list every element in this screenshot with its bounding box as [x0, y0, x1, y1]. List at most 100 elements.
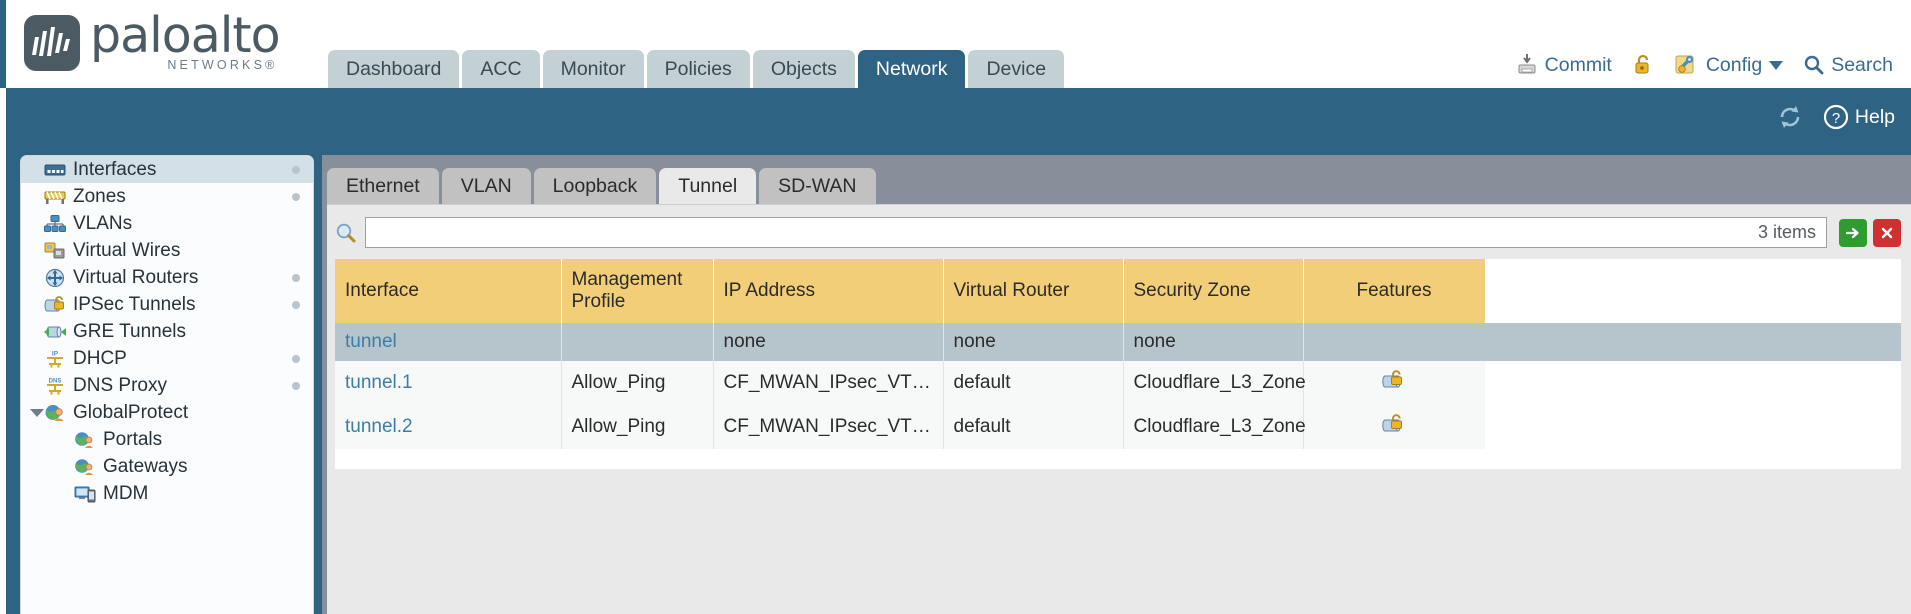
search-magnifier-icon — [335, 222, 357, 244]
dhcp-icon: IP — [43, 349, 67, 369]
nav-tab-objects[interactable]: Objects — [752, 50, 855, 88]
nav-tab-monitor[interactable]: Monitor — [542, 50, 644, 88]
search-button[interactable]: Search — [1803, 54, 1893, 77]
sidebar-item-virtual-routers[interactable]: Virtual Routers — [21, 264, 313, 291]
sidebar-item-ipsec-tunnels[interactable]: IPSec Tunnels — [21, 291, 313, 318]
filter-row: 3 items — [335, 216, 1901, 249]
lock-button[interactable] — [1632, 53, 1654, 77]
help-icon: ? — [1823, 104, 1848, 130]
virtual-routers-icon — [43, 268, 67, 288]
sidebar-item-dhcp[interactable]: IP DHCP — [21, 345, 313, 372]
sidebar-label-zones: Zones — [73, 185, 126, 207]
chevron-down-icon[interactable] — [30, 408, 44, 417]
sidebar-dot — [292, 381, 300, 390]
sidebar-item-zones[interactable]: Zones — [21, 183, 313, 210]
sidebar-item-portals[interactable]: Portals — [21, 426, 313, 453]
cell-ip-address: CF_MWAN_IPsec_VTI_02_... — [713, 405, 944, 449]
cell-interface[interactable]: tunnel.2 — [335, 405, 562, 449]
column-header-features[interactable]: Features — [1303, 259, 1486, 323]
column-header-spacer — [1485, 259, 1901, 323]
mdm-icon — [73, 484, 97, 504]
apply-filter-button[interactable] — [1839, 218, 1867, 247]
tab-tunnel[interactable]: Tunnel — [659, 168, 757, 205]
svg-text:?: ? — [1832, 110, 1840, 127]
logo-bars-icon — [32, 27, 70, 56]
sidebar-item-interfaces[interactable]: Interfaces — [21, 156, 313, 183]
apply-filter-icon — [1845, 227, 1859, 238]
sidebar-label-mdm: MDM — [103, 482, 149, 504]
vlans-icon — [43, 214, 67, 234]
sidebar-item-gre-tunnels[interactable]: GRE Tunnels — [21, 318, 313, 345]
sidebar-label-dhcp: DHCP — [73, 347, 127, 369]
search-input[interactable]: 3 items — [365, 217, 1827, 248]
sidebar-item-dns-proxy[interactable]: DNS DNS Proxy — [21, 372, 313, 399]
commit-label: Commit — [1544, 53, 1612, 76]
config-icon — [1675, 55, 1694, 74]
cell-virtual-router: none — [943, 323, 1124, 361]
cell-virtual-router: default — [943, 361, 1124, 405]
sidebar-item-globalprotect[interactable]: GlobalProtect — [21, 399, 313, 426]
sidebar-label-portals: Portals — [103, 428, 163, 450]
column-header-security-zone[interactable]: Security Zone — [1123, 259, 1304, 323]
tab-loopback[interactable]: Loopback — [533, 168, 657, 205]
sidebar-menu: Interfaces Zones — [20, 155, 314, 614]
column-header-interface[interactable]: Interface — [335, 259, 562, 323]
interfaces-icon — [43, 160, 67, 180]
search-label: Search — [1831, 53, 1893, 76]
table-row[interactable]: tunnel.1 Allow_Ping CF_MWAN_IPsec_VTI_01… — [335, 361, 1901, 405]
band-actions: ? Help — [1777, 104, 1895, 130]
header-actions: Commit Config — [1495, 48, 1893, 82]
cell-security-zone: Cloudflare_L3_Zone — [1123, 405, 1306, 449]
table-row[interactable]: tunnel none none none — [335, 323, 1901, 361]
column-header-ip-address[interactable]: IP Address — [713, 259, 944, 323]
clear-filter-button[interactable] — [1873, 218, 1901, 247]
sidebar-item-mdm[interactable]: MDM — [21, 480, 313, 507]
sidebar-label-dns-proxy: DNS Proxy — [73, 374, 167, 396]
tab-vlan[interactable]: VLAN — [441, 168, 531, 205]
cell-management-profile — [561, 323, 714, 361]
sidebar-label-virtual-wires: Virtual Wires — [73, 239, 181, 261]
sidebar-label-vlans: VLANs — [73, 212, 133, 234]
tab-ethernet[interactable]: Ethernet — [327, 168, 439, 205]
column-header-management-profile[interactable]: Management Profile — [561, 259, 714, 323]
column-header-virtual-router[interactable]: Virtual Router — [943, 259, 1124, 323]
table-header-row: Interface Management Profile IP Address … — [335, 259, 1901, 323]
table-row[interactable]: tunnel.2 Allow_Ping CF_MWAN_IPsec_VTI_02… — [335, 405, 1901, 449]
cell-ip-address: none — [713, 323, 944, 361]
cell-spacer — [1485, 405, 1901, 449]
globalprotect-icon — [43, 403, 67, 423]
refresh-icon — [1780, 106, 1800, 128]
cell-ip-address: CF_MWAN_IPsec_VTI_01_... — [713, 361, 944, 405]
ipsec-lock-icon — [1382, 414, 1403, 432]
cell-security-zone: none — [1123, 323, 1304, 361]
sidebar-item-virtual-wires[interactable]: Virtual Wires — [21, 237, 313, 264]
refresh-button[interactable] — [1777, 104, 1803, 130]
dns-proxy-icon: DNS — [43, 376, 67, 396]
nav-tab-policies[interactable]: Policies — [646, 50, 750, 88]
svg-text:DNS: DNS — [49, 378, 62, 384]
nav-tab-device[interactable]: Device — [968, 50, 1065, 88]
cell-interface[interactable]: tunnel — [335, 323, 562, 361]
cell-interface[interactable]: tunnel.1 — [335, 361, 562, 405]
chevron-down-icon — [1769, 60, 1784, 70]
cell-features — [1303, 323, 1485, 361]
sidebar-label-virtual-routers: Virtual Routers — [73, 266, 199, 288]
nav-tab-network[interactable]: Network — [857, 50, 966, 88]
sidebar-dot — [292, 354, 300, 363]
commit-button[interactable]: Commit — [1515, 53, 1612, 77]
sidebar-item-vlans[interactable]: VLANs — [21, 210, 313, 237]
nav-tab-dashboard[interactable]: Dashboard — [328, 50, 460, 88]
help-label: Help — [1854, 105, 1895, 128]
top-header: paloalto NETWORKS® Dashboard ACC Monitor… — [0, 0, 1911, 88]
sidebar-dot — [292, 192, 300, 201]
search-icon — [1805, 55, 1824, 75]
nav-tab-acc[interactable]: ACC — [462, 50, 540, 88]
tunnel-interfaces-table: Interface Management Profile IP Address … — [335, 259, 1901, 449]
config-dropdown[interactable]: Config — [1674, 53, 1784, 77]
help-button[interactable]: ? Help — [1823, 104, 1895, 130]
tab-sd-wan[interactable]: SD-WAN — [759, 168, 876, 205]
sidebar-item-gateways[interactable]: Gateways — [21, 453, 313, 480]
cell-management-profile: Allow_Ping — [561, 405, 714, 449]
commit-icon — [1518, 54, 1536, 74]
svg-text:IP: IP — [52, 350, 59, 357]
